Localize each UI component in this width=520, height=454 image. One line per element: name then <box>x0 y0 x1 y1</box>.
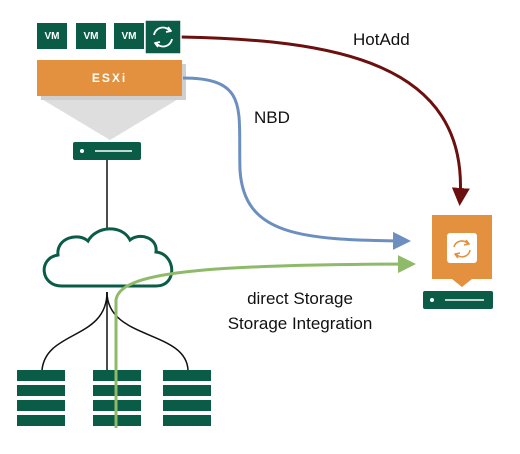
direct-storage-label: direct Storage <box>247 289 353 308</box>
vm-box-2: VM <box>76 23 106 49</box>
nbd-label: NBD <box>254 108 290 127</box>
cloud-icon <box>42 227 174 288</box>
cloud-to-storage-right <box>106 291 189 371</box>
vm-box-3: VM <box>114 23 144 49</box>
esxi-label: ESXi <box>91 71 128 85</box>
hotadd-label: HotAdd <box>353 30 410 49</box>
server-led <box>430 298 434 302</box>
proxy-box-notch <box>452 279 472 287</box>
nbd-arrow <box>182 76 411 250</box>
proxy-icon <box>447 233 477 263</box>
storage-array-icon <box>17 370 65 426</box>
esxi-bar <box>37 60 182 96</box>
refresh-icon <box>153 26 173 48</box>
direct-storage-arrow <box>114 255 416 370</box>
host-funnel <box>40 98 180 140</box>
proxy-vm-box <box>144 19 182 55</box>
refresh-icon <box>453 239 471 259</box>
hotadd-arrow <box>180 35 470 206</box>
server-led <box>80 149 84 153</box>
storage-array-icon <box>163 370 211 426</box>
vm-box-1: VM <box>37 23 67 49</box>
storage-integration-label: Storage Integration <box>227 314 373 333</box>
cloud-to-storage-left <box>41 291 108 371</box>
